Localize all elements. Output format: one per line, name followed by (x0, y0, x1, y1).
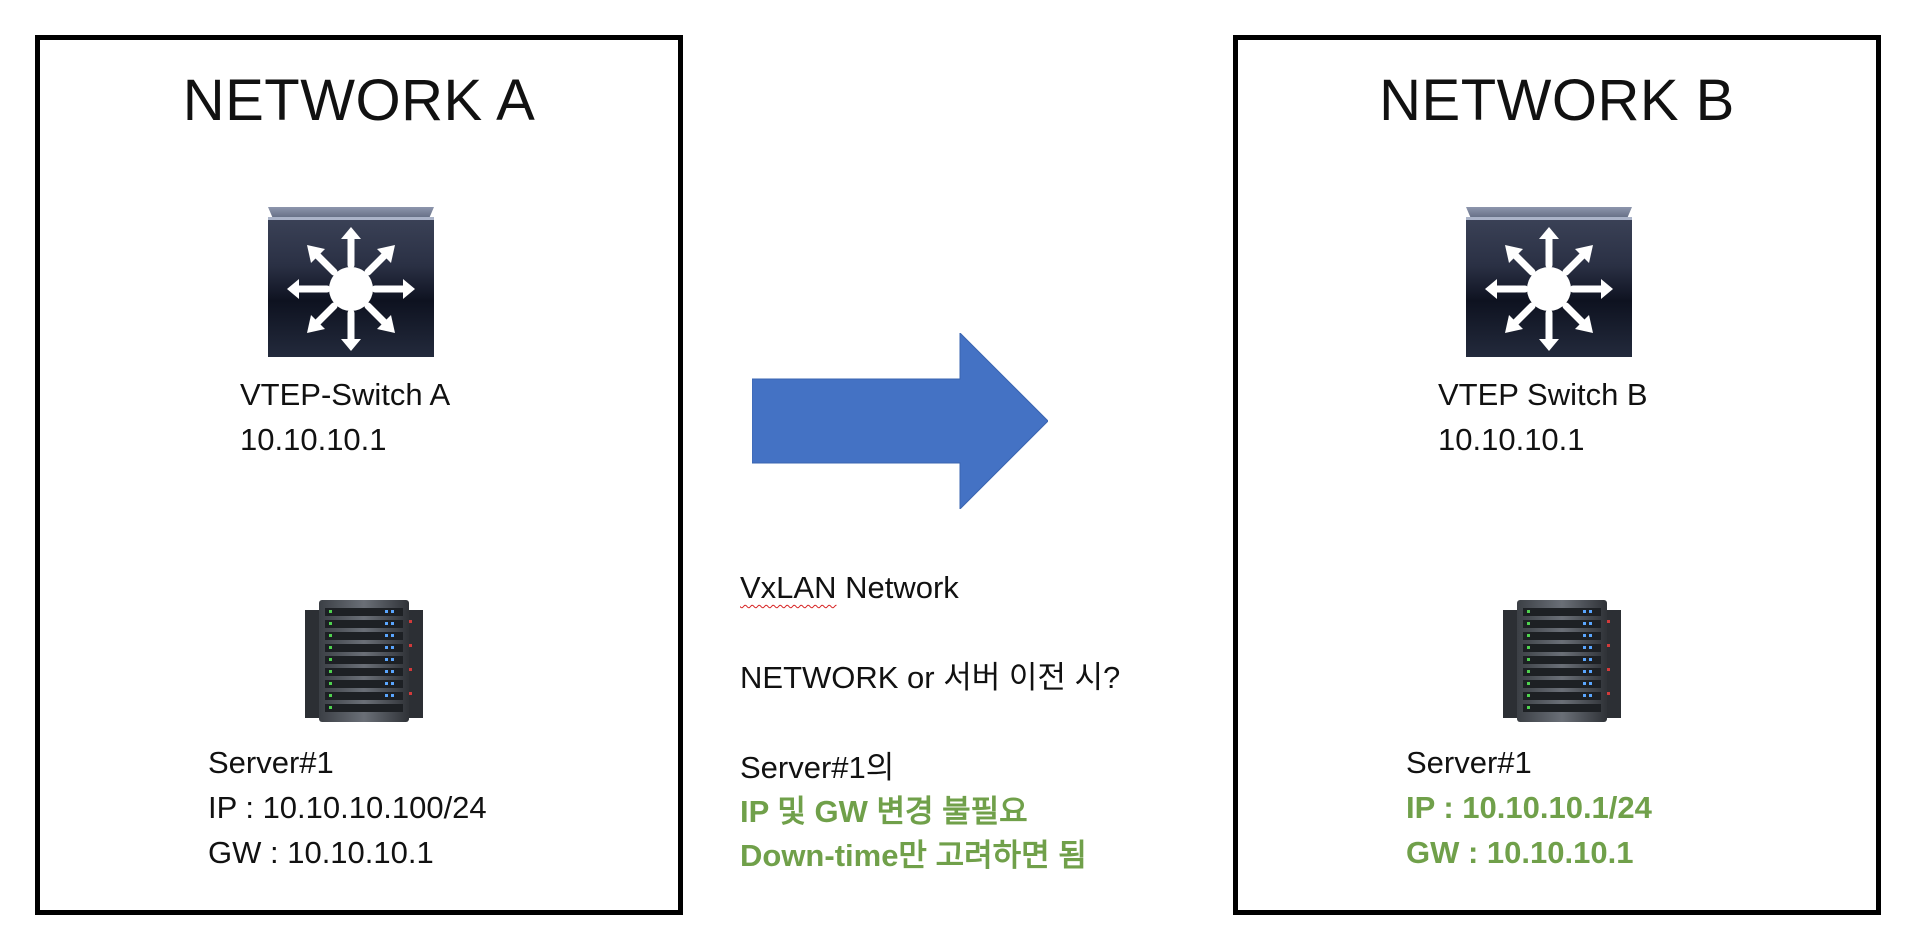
network-word: Network (836, 570, 959, 605)
server-rack-icon (1503, 600, 1621, 722)
server-note: Server#1의 (740, 750, 895, 785)
layer3-switch-icon (1466, 207, 1632, 357)
server-rack-icon (305, 600, 423, 722)
note-downtime: Down-time만 고려하면 됨 (740, 838, 1087, 873)
server-b-name: Server#1 (1406, 745, 1532, 780)
vxlan-network-label: VxLAN Network (740, 566, 959, 610)
server-b-gw: GW : 10.10.10.1 (1406, 835, 1634, 870)
note-no-change: IP 및 GW 변경 불필요 (740, 794, 1028, 829)
switch-b-ip: 10.10.10.1 (1438, 422, 1585, 457)
network-b-title: NETWORK B (1379, 68, 1735, 133)
switch-b-label: VTEP Switch B 10.10.10.1 (1438, 372, 1648, 462)
server-a-name: Server#1 (208, 745, 334, 780)
right-arrow-icon (751, 331, 1049, 511)
server-a-gw: GW : 10.10.10.1 (208, 835, 434, 870)
switch-a-label: VTEP-Switch A 10.10.10.1 (240, 372, 450, 462)
switch-b-name: VTEP Switch B (1438, 377, 1648, 412)
server-b-label: Server#1 IP : 10.10.10.1/24 GW : 10.10.1… (1406, 740, 1652, 875)
server-b-ip: IP : 10.10.10.1/24 (1406, 790, 1652, 825)
network-a-box: NETWORK A (35, 35, 683, 915)
vxlan-word: VxLAN (740, 570, 837, 605)
switch-a-ip: 10.10.10.1 (240, 422, 387, 457)
migration-question: NETWORK or 서버 이전 시? (740, 660, 1121, 695)
layer3-switch-icon (268, 207, 434, 357)
server-a-label: Server#1 IP : 10.10.10.100/24 GW : 10.10… (208, 740, 487, 875)
server-a-ip: IP : 10.10.10.100/24 (208, 790, 487, 825)
network-b-box: NETWORK B (1233, 35, 1881, 915)
network-a-title: NETWORK A (182, 68, 536, 133)
switch-a-name: VTEP-Switch A (240, 377, 451, 412)
